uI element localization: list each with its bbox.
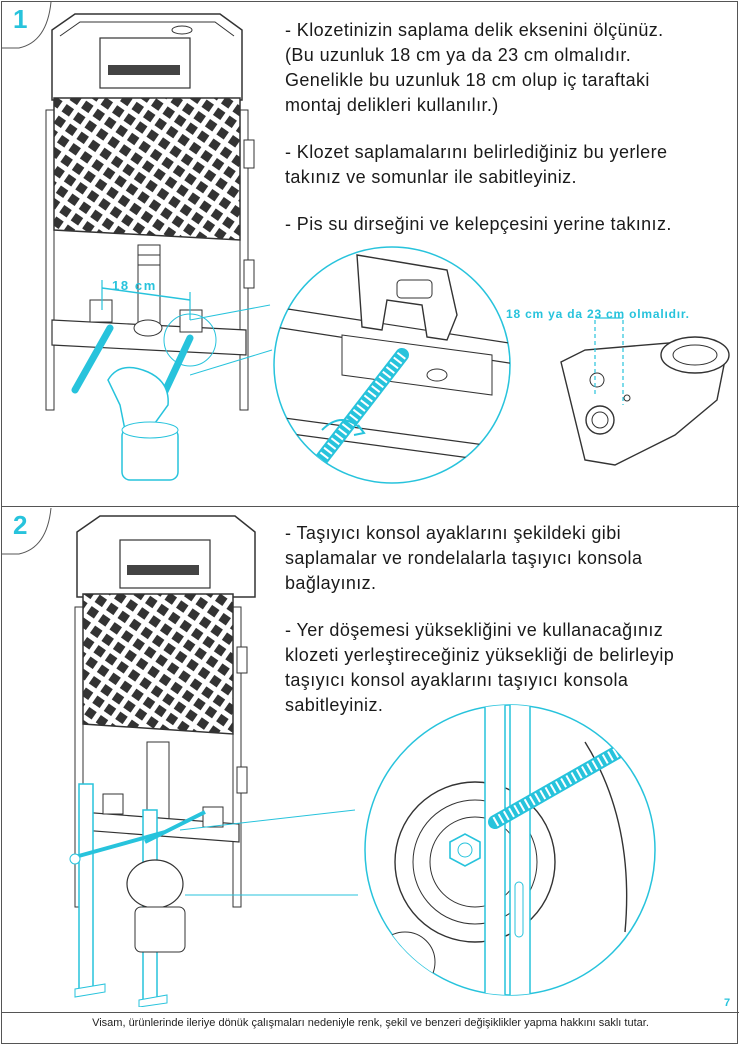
step-2-connector-lines xyxy=(180,809,358,896)
step-1-paragraph-3: - Pis su dirseğini ve kelepçesini yerine… xyxy=(285,214,672,234)
footer-disclaimer: Visam, ürünlerinde ileriye dönük çalışma… xyxy=(92,1017,649,1029)
step-2-detail-circle xyxy=(364,704,656,996)
footer-divider xyxy=(1,1012,739,1013)
bowl-measure-label: 18 cm ya da 23 cm olmalıdır. xyxy=(506,307,690,321)
detail-connector-lines xyxy=(190,304,273,376)
step-1-paragraph-1: - Klozetinizin saplama delik eksenini öl… xyxy=(285,20,664,115)
frame-measure-label: 18 cm xyxy=(112,278,157,293)
step-2-paragraph-1: - Taşıyıcı konsol ayaklarını şekildeki g… xyxy=(285,523,643,593)
step-2-paragraph-2: - Yer döşemesi yüksekliğini ve kullanaca… xyxy=(285,620,675,715)
toilet-bowl-illustration xyxy=(560,317,730,466)
step-1-number: 1 xyxy=(13,4,28,34)
page-number: 7 xyxy=(724,997,731,1009)
step-2-tab: 2 xyxy=(1,508,55,556)
step-1-tab: 1 xyxy=(1,2,55,50)
step-2-instructions: - Taşıyıcı konsol ayaklarını şekildeki g… xyxy=(285,521,733,740)
step-2-number: 2 xyxy=(13,510,28,540)
step-1-frame-illustration xyxy=(45,13,255,481)
step-2-frame-illustration xyxy=(69,515,256,1007)
step-1-detail-circle xyxy=(273,246,511,484)
step-1-instructions: - Klozetinizin saplama delik eksenini öl… xyxy=(285,18,733,259)
section-divider xyxy=(1,506,739,507)
step-1-paragraph-2: - Klozet saplamalarını belirlediğiniz bu… xyxy=(285,142,668,187)
